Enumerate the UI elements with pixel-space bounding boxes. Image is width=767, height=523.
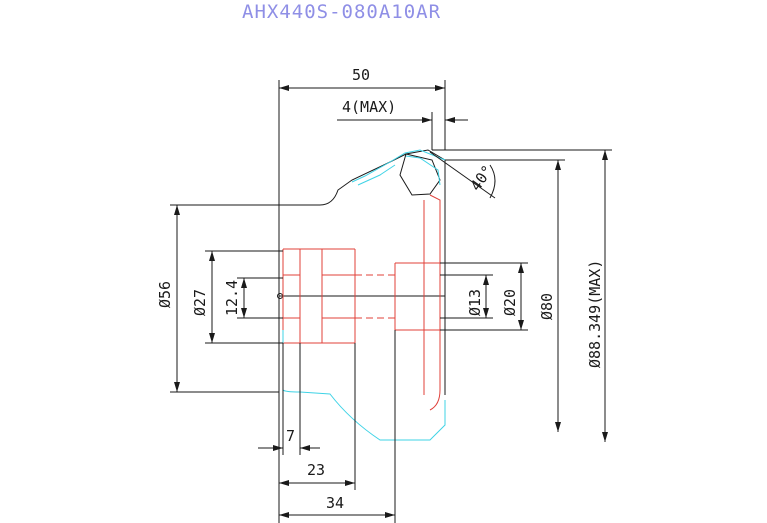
dim-dia-13: Ø13 xyxy=(466,289,484,316)
dim-overhang: 4(MAX) xyxy=(342,98,396,116)
dim-dia-80: Ø80 xyxy=(538,293,556,320)
dim-dia-20: Ø20 xyxy=(501,289,519,316)
part-outline xyxy=(277,149,446,395)
dim-overall-length: 50 xyxy=(352,66,370,84)
dim-len-7: 7 xyxy=(286,427,295,445)
bore-features xyxy=(282,194,441,411)
dim-dia-max: Ø88.349(MAX) xyxy=(586,260,604,368)
dim-len-34: 34 xyxy=(326,494,344,512)
drawing-title: AHX440S-080A10AR xyxy=(242,1,441,23)
dim-bore-12-4: 12.4 xyxy=(223,280,241,316)
dim-len-23: 23 xyxy=(307,461,325,479)
dim-dia-27: Ø27 xyxy=(191,289,209,316)
dim-angle: 40° xyxy=(467,162,497,195)
dim-dia-56: Ø56 xyxy=(156,281,174,308)
tool-outline xyxy=(282,149,446,441)
dimension-lines xyxy=(170,80,612,523)
